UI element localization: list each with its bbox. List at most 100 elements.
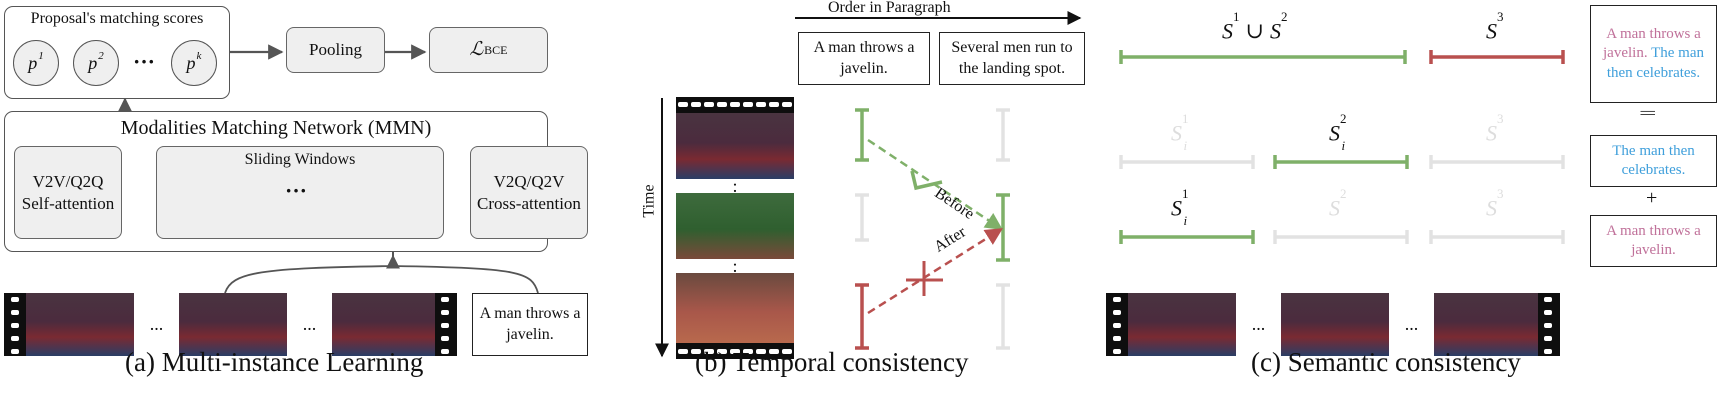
sprocket-hole [691,102,701,107]
sprocket-hole [1113,323,1121,328]
row3-seg3-label: S3 [1486,186,1504,221]
sprocket-hole [717,102,727,107]
sentence-box-celebrates: The man then celebrates. [1590,135,1717,187]
input-merge-curve [224,265,539,294]
cross-attention-box: V2Q/Q2V Cross-attention [470,146,588,239]
sprocket-hole [730,349,740,354]
sprocket-hole [1113,310,1121,315]
video-frame [179,293,287,356]
video-frame [676,113,794,179]
sliding-windows-box: Sliding Windows ··· [156,146,444,239]
matching-scores-title: Proposal's matching scores [30,10,204,27]
sprocket-hole [11,297,19,302]
video-strip-a: ... ... [4,293,457,356]
time-label: Time [640,184,658,218]
temporal-brackets [855,108,1010,350]
sprocket-hole [691,349,701,354]
video-frame [1281,293,1389,356]
paragraph-sentence-1: A man throws a javelin. [1603,25,1701,62]
sprocket-hole [441,297,449,302]
video-frame [676,273,794,343]
sprocket-hole [441,310,449,315]
video-strip-c: ... ... [1106,293,1560,356]
row2-seg3-label: S3 [1486,111,1504,146]
caption-c: (c) Semantic consistency [1251,347,1521,377]
s3-label: S3 [1486,9,1504,44]
pooling-box: Pooling [286,27,385,73]
sprocket-hole [1113,349,1121,354]
frame-ellipsis: : [676,256,794,276]
sprocket-hole [1544,297,1552,302]
row2-seg1-label: S1i [1171,111,1189,153]
sprocket-hole [1113,297,1121,302]
video-ellipsis: ... [1236,293,1281,356]
paragraph-box: A man throws a javelin. The man then cel… [1590,5,1717,103]
sprocket-hole [11,310,19,315]
sliding-windows-title: Sliding Windows [244,151,356,168]
query-text-box: A man throws a javelin. [472,293,588,356]
sprocket-hole [730,102,740,107]
sprocket-hole [678,102,688,107]
order-label: Order in Paragraph [828,0,951,16]
sprocket-hole [678,349,688,354]
union-label: S1∪S2 [1222,9,1288,44]
frame-ellipsis: : [676,176,794,196]
sprocket-hole [1544,310,1552,315]
video-strip-b: : : [676,97,794,359]
mmn-title: Modalities Matching Network (MMN) [120,117,432,139]
sprocket-hole [441,349,449,354]
row3-seg2-label: S2 [1329,186,1347,221]
sprocket-hole [441,323,449,328]
sprocket-hole [11,349,19,354]
row3-seg1-label: S1i [1171,186,1189,228]
sprocket-hole [1113,336,1121,341]
caption-b: (b) Temporal consistency [695,347,969,377]
sprocket-hole [756,102,766,107]
sprocket-hole [1544,349,1552,354]
sprocket-hole [441,336,449,341]
sentence-box-1: A man throws a javelin. [798,32,930,85]
sprocket-hole [11,323,19,328]
sprocket-hole [743,349,753,354]
video-ellipsis: ... [1389,293,1434,356]
loss-subscript: BCE [484,42,508,57]
check-mark [910,170,943,191]
sprocket-hole [704,102,714,107]
sprocket-hole [743,102,753,107]
sprocket-hole [769,102,779,107]
sprocket-hole [756,349,766,354]
sprocket-hole [769,349,779,354]
cross-mark [906,261,943,296]
scores-ellipsis: ··· [133,49,156,74]
sprocket-hole [11,336,19,341]
plus-symbol: + [1646,187,1658,209]
loss-symbol: ℒ [469,39,484,61]
sprocket-hole [704,349,714,354]
sprocket-hole [782,349,792,354]
caption-a: (a) Multi-instance Learning [125,347,424,377]
video-frame [26,293,134,356]
sprocket-hole [717,349,727,354]
video-frame [332,293,435,356]
video-frame [1128,293,1236,356]
video-ellipsis: ... [134,293,179,356]
sprocket-hole [1544,323,1552,328]
sentence-box-javelin: A man throws a javelin. [1590,215,1717,267]
sentence-box-2: Several men run to the landing spot. [939,32,1085,85]
video-ellipsis: ... [287,293,332,356]
video-frame [1434,293,1538,356]
row2-seg2-label: S2i [1329,111,1347,153]
video-frame [676,193,794,259]
semantic-segments [1119,50,1565,244]
paragraph-sentence-2: The man then celebrates. [1606,45,1704,81]
sliding-windows-ellipsis: ··· [285,178,308,203]
equals-symbol: || [1640,109,1658,117]
sprocket-hole [782,102,792,107]
self-attention-box: V2V/Q2Q Self-attention [14,146,122,239]
sprocket-hole [1544,336,1552,341]
